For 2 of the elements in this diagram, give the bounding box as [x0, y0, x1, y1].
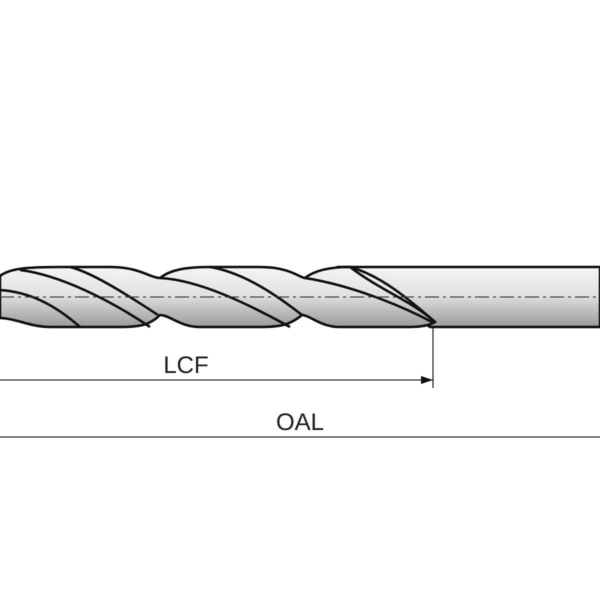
dimension-label: OAL — [276, 411, 324, 435]
dimension-label: LCF — [163, 354, 209, 378]
